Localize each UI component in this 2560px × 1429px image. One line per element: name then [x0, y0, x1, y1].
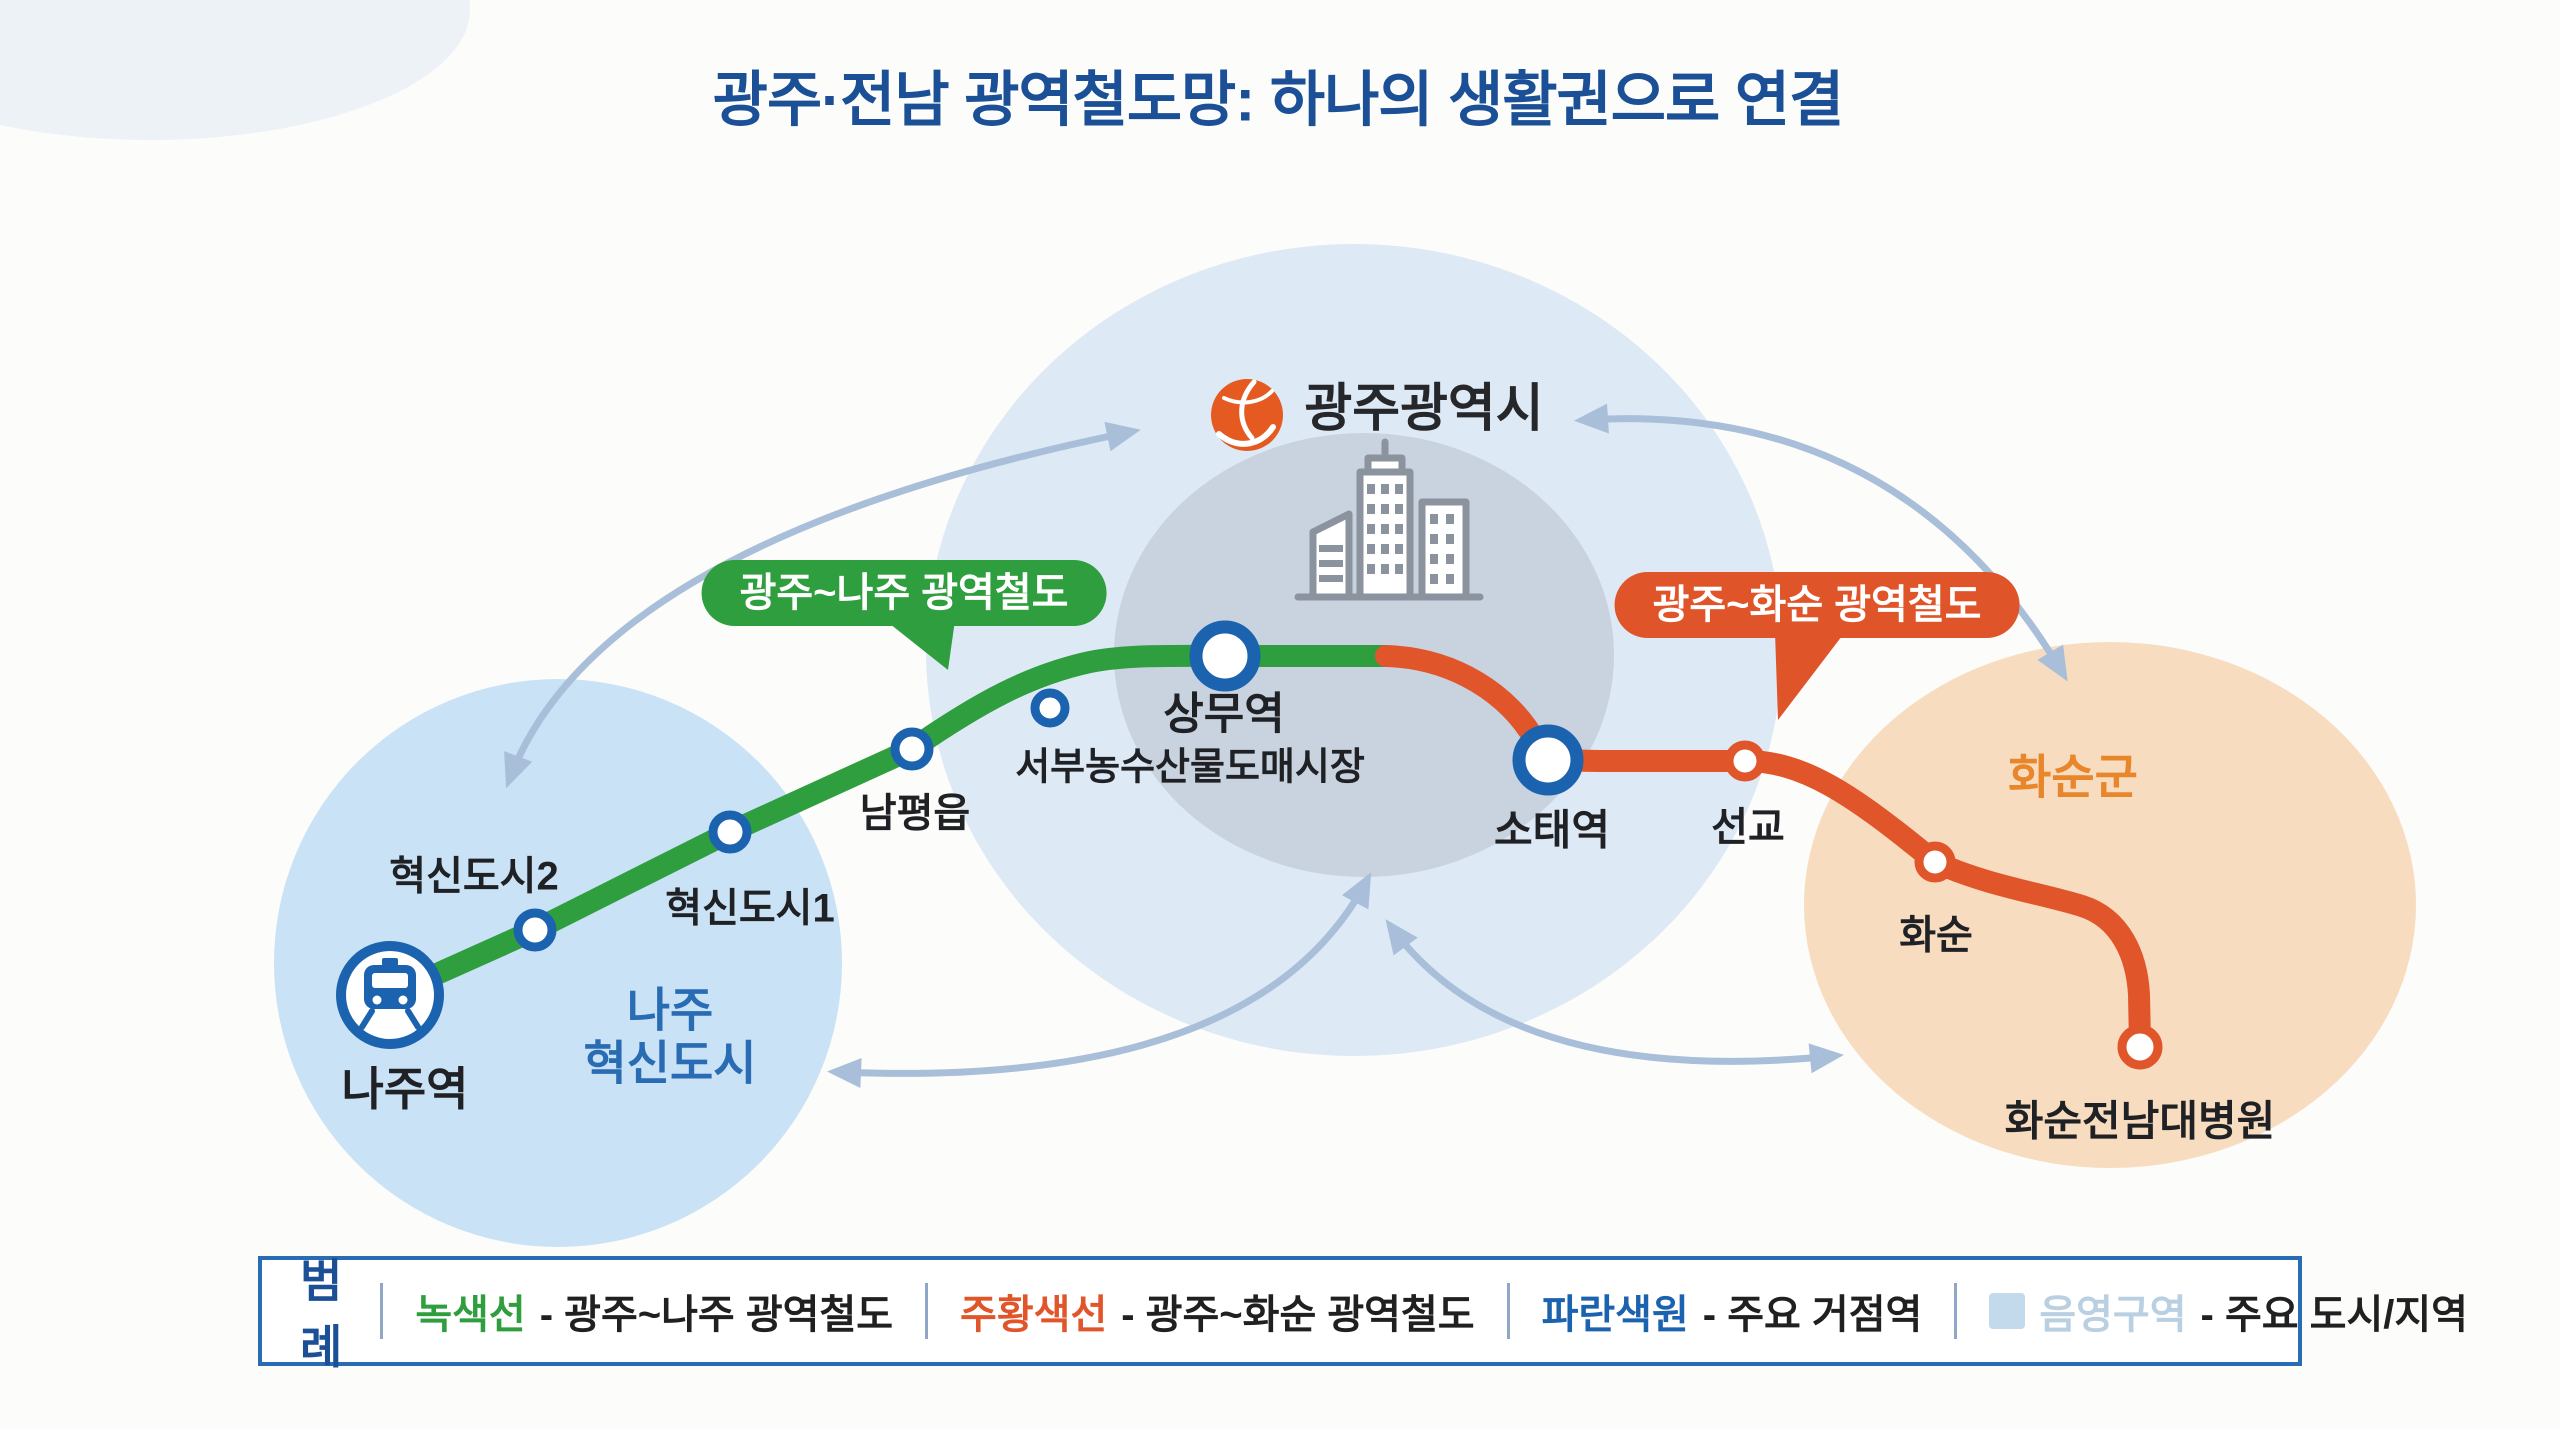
legend-divider — [380, 1283, 384, 1339]
legend: 범례 녹색선 - 광주~나주 광역철도 주황색선 - 광주~화순 광역철도 파란… — [258, 1255, 2468, 1373]
region-hwasun-circle — [1804, 642, 2416, 1168]
train-icon — [336, 941, 444, 1049]
station-label-hyeoksindosi2: 혁신도시2 — [389, 854, 559, 899]
legend-key-blue: 파란색원 — [1541, 1293, 1689, 1337]
legend-desc-orange: - 광주~화순 광역철도 — [1121, 1293, 1475, 1337]
region-label-gwangju: 광주광역시 — [1304, 379, 1544, 438]
legend-desc-shade: - 주요 도시/지역 — [2200, 1293, 2468, 1337]
orange-badge-tail — [1775, 632, 1845, 720]
station-hospital-marker — [2117, 1024, 2163, 1070]
green-line-badge: 광주~나주 광역철도 — [701, 560, 1107, 626]
station-nampyeongeup-marker — [890, 727, 934, 771]
region-label-naju-line2: 혁신도시 — [583, 1036, 757, 1089]
legend-item-shaded-zone: 음영구역 - 주요 도시/지역 — [1989, 1282, 2468, 1340]
city-buildings-icon — [1294, 438, 1484, 601]
arrow-naju-gwangju-bottom — [827, 872, 1372, 1088]
orange-line-badge: 광주~화순 광역철도 — [1614, 572, 2020, 638]
legend-key-orange: 주황색선 — [960, 1293, 1108, 1337]
green-badge-tail — [885, 620, 955, 670]
station-label-hwasun: 화순 — [1899, 913, 1973, 958]
orange-rail-line — [1375, 645, 2151, 1055]
region-label-naju: 나주 혁신도시 — [584, 984, 757, 1089]
region-naju-circle — [274, 679, 842, 1247]
station-hyeoksindosi2-marker — [513, 908, 557, 952]
arrow-hwasun-gwangju-bottom — [1385, 919, 1844, 1074]
legend-title: 범례 — [300, 1255, 349, 1373]
station-seongyo-marker — [1724, 740, 1766, 782]
station-label-hospital: 화순전남대병원 — [2004, 1097, 2276, 1145]
legend-desc-green: - 광주~나주 광역철도 — [539, 1293, 894, 1337]
shaded-zone-swatch-icon — [1989, 1293, 2026, 1329]
station-hwasun-marker — [1914, 841, 1956, 883]
station-label-sotaeyeok: 소태역 — [1494, 806, 1610, 854]
station-label-nampyeongeup: 남평읍 — [859, 791, 971, 836]
green-rail-line — [379, 644, 1397, 1006]
page-title: 광주·전남 광역철도망: 하나의 생활권으로 연결 — [712, 66, 1844, 134]
legend-item-green-line: 녹색선 - 광주~나주 광역철도 — [415, 1282, 893, 1340]
region-label-naju-line1: 나주 — [626, 983, 714, 1037]
station-sotaeyeok-marker — [1512, 724, 1584, 796]
legend-desc-blue: - 주요 거점역 — [1702, 1293, 1923, 1337]
station-label-seobu-market: 서부농수산물도매시장 — [1015, 746, 1365, 789]
decorative-wash — [0, 0, 470, 140]
station-seobu-market-marker — [1030, 688, 1070, 728]
station-sangmuyeok-marker — [1189, 620, 1261, 692]
legend-key-green: 녹색선 — [415, 1293, 526, 1337]
station-label-najuyeok: 나주역 — [341, 1063, 469, 1116]
station-label-sangmuyeok: 상무역 — [1163, 689, 1285, 739]
legend-divider — [925, 1283, 929, 1339]
region-label-hwasun: 화순군 — [2008, 750, 2138, 804]
station-label-hyeoksindosi1: 혁신도시1 — [665, 886, 835, 931]
legend-key-shade: 음영구역 — [2039, 1293, 2187, 1337]
legend-divider — [1506, 1283, 1510, 1339]
legend-item-blue-circle: 파란색원 - 주요 거점역 — [1542, 1282, 1923, 1340]
legend-item-orange-line: 주황색선 - 광주~화순 광역철도 — [960, 1282, 1475, 1340]
gwangju-city-logo-icon — [1211, 379, 1283, 451]
station-label-seongyo: 선교 — [1711, 805, 1785, 850]
station-hyeoksindosi1-marker — [708, 810, 752, 854]
legend-divider — [1954, 1283, 1958, 1339]
